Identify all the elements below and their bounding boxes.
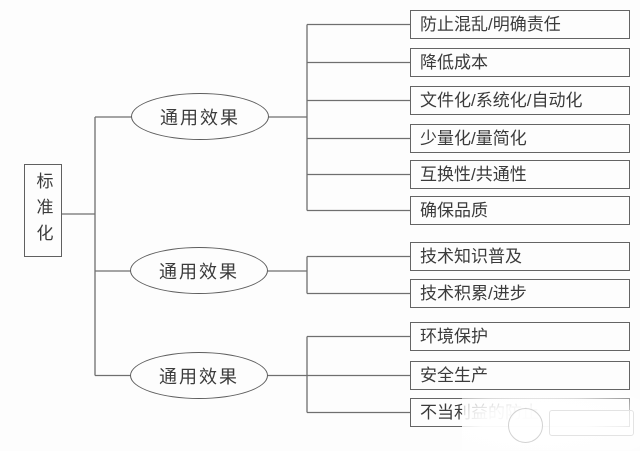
leaf-node: 技术知识普及 (410, 242, 630, 271)
watermark-tag (549, 410, 634, 436)
branch-node-1-label: 通用效果 (160, 107, 240, 128)
leaf-node: 确保品质 (410, 196, 630, 225)
leaf-node: 文件化/系统化/自动化 (410, 86, 630, 115)
leaf-node: 防止混乱/明确责任 (410, 10, 630, 39)
leaf-node: 安全生产 (410, 361, 630, 390)
leaf-node: 环境保护 (410, 322, 630, 351)
watermark-circle-icon (508, 408, 543, 443)
branch-node-3-label: 通用效果 (159, 366, 239, 387)
branch-node-3: 通用效果 (130, 352, 268, 399)
root-node: 标准化 (24, 164, 62, 257)
root-node-label: 标准化 (33, 171, 53, 250)
leaf-node: 少量化/量简化 (410, 124, 630, 153)
branch-node-2-label: 通用效果 (159, 261, 239, 282)
leaf-node: 技术积累/进步 (410, 279, 630, 308)
branch-node-2: 通用效果 (130, 247, 268, 294)
branch-node-1: 通用效果 (131, 93, 269, 140)
leaf-node: 降低成本 (410, 48, 630, 77)
leaf-node: 互换性/共通性 (410, 160, 630, 189)
